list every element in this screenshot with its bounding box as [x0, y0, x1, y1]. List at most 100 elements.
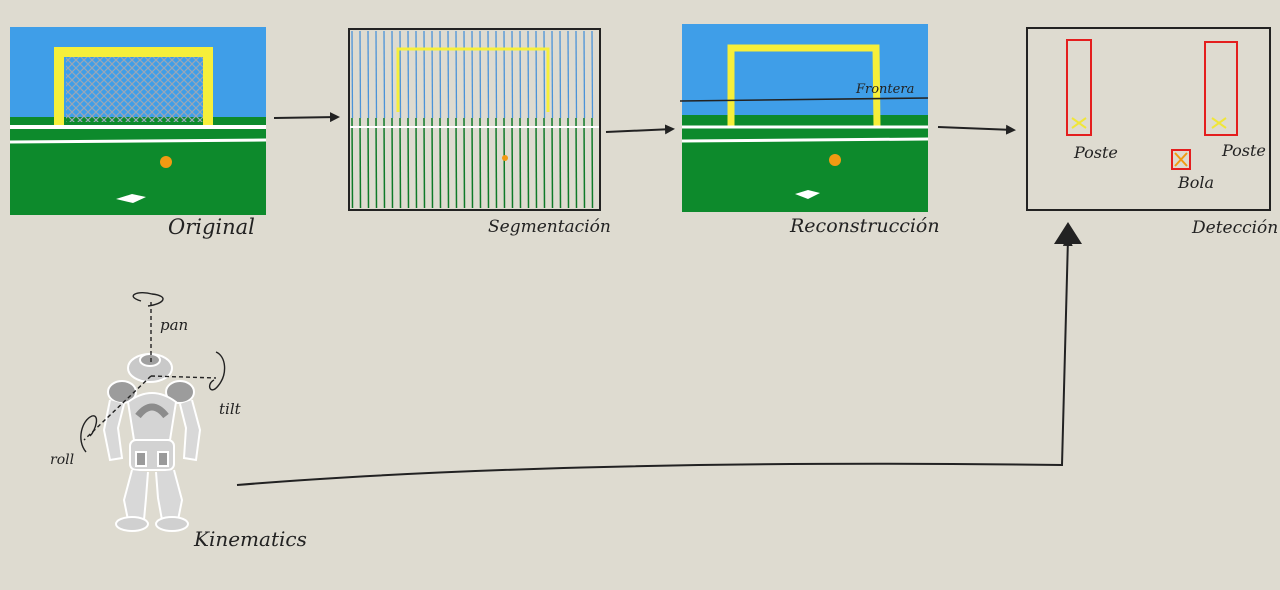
sky-scanline — [431, 30, 434, 119]
grass-scanline — [511, 117, 514, 209]
grass-scanline — [423, 117, 426, 209]
grass-scanline — [527, 117, 530, 209]
arrow-right-icon — [937, 124, 1016, 135]
sky-scanline — [455, 30, 458, 119]
reconstruction-penalty-mark — [795, 190, 820, 199]
ball-label: Bola — [1177, 173, 1214, 192]
grass-scanline — [447, 117, 450, 209]
reconstruction-label: Reconstrucción — [789, 215, 940, 237]
grass-scanline — [391, 117, 394, 209]
sky-scanline — [383, 30, 386, 119]
grass-scanline — [375, 117, 378, 209]
segmentation-label: Segmentación — [488, 217, 611, 237]
detection-mark-icon — [1211, 117, 1227, 129]
grass-scanline — [495, 117, 498, 209]
grass-scanline — [399, 117, 402, 209]
segmentation-goal-frame — [396, 47, 550, 112]
sky-scanline — [487, 30, 490, 119]
detection-mark-icon — [1071, 117, 1087, 129]
sky-scanline — [495, 30, 498, 119]
horizon-label: Frontera — [855, 82, 914, 97]
robot-axes — [80, 292, 226, 453]
grass-scanline — [479, 117, 482, 209]
grass-scanline — [583, 117, 586, 209]
sky-scanline — [447, 30, 450, 119]
sky-scanline — [463, 30, 466, 119]
grass-scanline — [367, 117, 370, 209]
grass-scanline — [575, 117, 578, 209]
grass-scanline — [471, 117, 474, 209]
segmentation-stripes — [351, 30, 594, 209]
grass-scanline — [551, 117, 554, 209]
sky-scanline — [527, 30, 530, 119]
rotation-icon — [132, 292, 164, 307]
rotation-icon — [208, 351, 226, 391]
sky-scanline — [511, 30, 514, 119]
grass-scanline — [591, 117, 594, 209]
sky-scanline — [591, 30, 594, 119]
sky-scanline — [479, 30, 482, 119]
detection-panel: Poste Poste Bola Detección — [1026, 27, 1278, 238]
sky-scanline — [399, 30, 402, 119]
arrow-right-icon — [605, 124, 675, 135]
sky-scanline — [519, 30, 522, 119]
sky-scanline — [351, 30, 354, 119]
detection-frame — [1026, 27, 1271, 211]
grass-scanline — [463, 117, 466, 209]
pan-label: pan — [160, 316, 188, 334]
detection-post-left-box — [1066, 39, 1092, 136]
kinematics-connector — [236, 236, 1073, 486]
grass-scanline — [519, 117, 522, 209]
grass-scanline — [407, 117, 410, 209]
grass-scanline — [559, 117, 562, 209]
sky-scanline — [375, 30, 378, 119]
grass-scanline — [503, 117, 506, 209]
reconstruction-sky — [682, 24, 928, 120]
sky-scanline — [471, 30, 474, 119]
grass-scanline — [567, 117, 570, 209]
sky-scanline — [551, 30, 554, 119]
kinematics-label: Kinematics — [193, 527, 307, 551]
detection-mark-icon — [1174, 152, 1188, 167]
sky-scanline — [367, 30, 370, 119]
roll-label: roll — [50, 452, 74, 468]
sky-scanline — [575, 30, 578, 119]
original-goal-net — [66, 55, 204, 122]
sky-scanline — [439, 30, 442, 119]
segmentation-panel: Segmentación — [348, 28, 611, 237]
detection-ball-box — [1171, 149, 1191, 170]
original-label: Original — [168, 215, 255, 239]
reconstruction-goal-frame — [727, 44, 881, 127]
original-ball — [160, 156, 172, 168]
sky-scanline — [583, 30, 586, 119]
grass-scanline — [487, 117, 490, 209]
grass-scanline — [439, 117, 442, 209]
original-goal-frame — [54, 47, 213, 128]
grass-scanline — [383, 117, 386, 209]
robot-icon — [102, 353, 202, 532]
tilt-label: tilt — [219, 400, 242, 418]
reconstruction-ball — [829, 154, 841, 166]
sky-scanline — [359, 30, 362, 119]
sky-scanline — [423, 30, 426, 119]
grass-scanline — [351, 117, 354, 209]
post-right-label: Poste — [1221, 141, 1266, 160]
grass-scanline — [535, 117, 538, 209]
sky-scanline — [559, 30, 562, 119]
segmentation-frame — [348, 28, 601, 211]
sky-scanline — [543, 30, 546, 119]
detection-label: Detección — [1191, 218, 1278, 238]
grass-scanline — [431, 117, 434, 209]
original-panel: Original — [9, 27, 267, 239]
sky-scanline — [407, 30, 410, 119]
arrow-up-icon — [1054, 222, 1082, 244]
sky-scanline — [503, 30, 506, 119]
detection-post-right-box — [1204, 41, 1238, 136]
post-left-label: Poste — [1073, 143, 1118, 162]
sky-scanline — [415, 30, 418, 119]
tilt-axis — [150, 375, 217, 379]
grass-scanline — [455, 117, 458, 209]
sky-scanline — [567, 30, 570, 119]
sky-scanline — [535, 30, 538, 119]
